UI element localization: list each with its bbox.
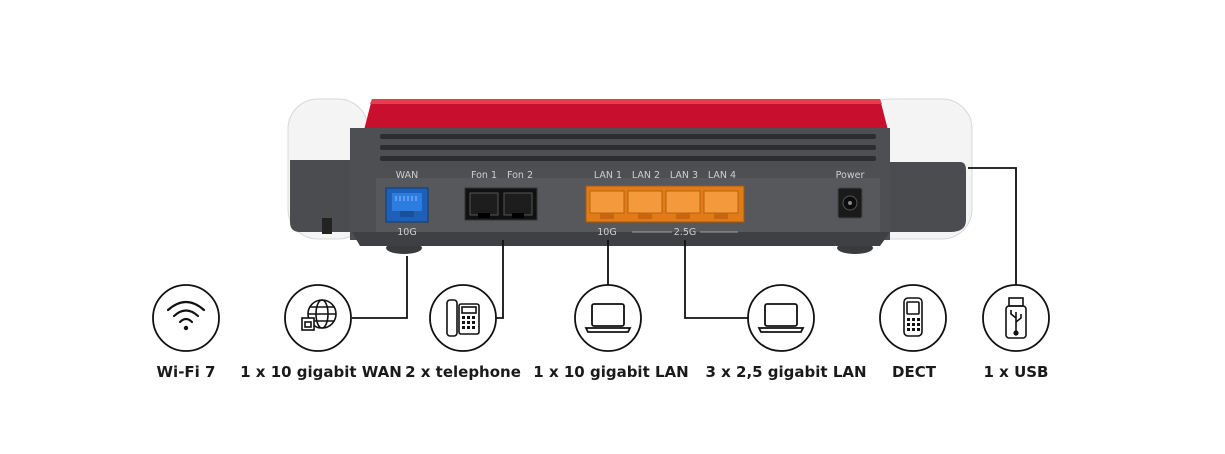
laptop-icon [757, 303, 805, 333]
lan1-port-label: LAN 1 [594, 170, 622, 181]
feature-circle [284, 284, 352, 352]
wan-speed-label: 10G [397, 227, 416, 238]
wan-port [385, 187, 429, 223]
feature-label-usb: 1 x USB [983, 363, 1049, 381]
fon2-port-label: Fon 2 [507, 170, 533, 181]
feature-circle [574, 284, 642, 352]
feature-label-dect: DECT [892, 363, 936, 381]
lan-rest-speed-label: 2.5G [674, 227, 696, 238]
feature-label-lan-10g: 1 x 10 gigabit LAN [533, 363, 689, 381]
lan3-port-label: LAN 3 [670, 170, 698, 181]
feature-label-wan: 1 x 10 gigabit WAN [240, 363, 402, 381]
lan2-port-label: LAN 2 [632, 170, 660, 181]
wifi-icon [166, 300, 206, 331]
globe-icon [301, 299, 337, 331]
feature-circle [747, 284, 815, 352]
usb-icon [1005, 297, 1027, 339]
lan1-speed-label: 10G [597, 227, 616, 238]
top-red-band [364, 99, 888, 130]
lan4-port-label: LAN 4 [708, 170, 736, 181]
power-jack [837, 187, 863, 219]
fon1-port-label: Fon 1 [471, 170, 497, 181]
dect-phone-icon [903, 297, 923, 337]
vent-slots [380, 134, 876, 161]
router-body [287, 98, 973, 254]
fon-ports [464, 187, 538, 221]
wan-port-label: WAN [396, 170, 418, 181]
feature-label-telephone: 2 x telephone [405, 363, 521, 381]
feature-label-lan-2-5g: 3 x 2,5 gigabit LAN [705, 363, 867, 381]
laptop-icon [584, 303, 632, 333]
power-port-label: Power [836, 170, 865, 181]
feature-label-wifi: Wi-Fi 7 [156, 363, 216, 381]
lan-ports [585, 185, 745, 223]
telephone-icon [446, 299, 480, 337]
